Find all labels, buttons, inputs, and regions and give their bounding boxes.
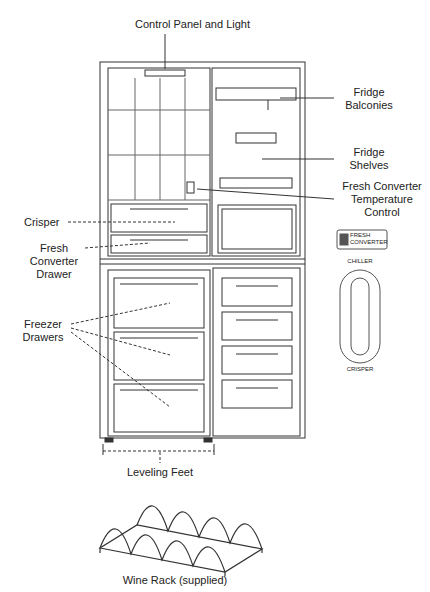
balcony-bracket <box>268 100 269 110</box>
bracket-tick <box>103 444 104 455</box>
leader-line <box>68 222 175 223</box>
shelf-grid <box>160 78 161 200</box>
rack-wave <box>100 529 225 572</box>
part-label: Wine Rack (supplied) <box>95 574 255 587</box>
shelf-grid <box>185 78 186 200</box>
drawer-handle <box>130 240 188 241</box>
control-label: CHILLER <box>338 258 382 265</box>
rack-wave <box>137 506 262 549</box>
fridge-outline <box>100 62 305 438</box>
part-label: Fresh Converter Drawer <box>24 242 84 281</box>
leader-line <box>197 189 334 199</box>
freezer-door <box>213 268 300 436</box>
control-label: CRISPER <box>338 366 382 373</box>
fridge-cabinet <box>108 68 210 256</box>
drawer-handle <box>120 338 198 339</box>
compartment-divider <box>100 264 305 265</box>
drawer-handle <box>236 354 278 355</box>
dimension-bracket <box>103 451 214 452</box>
leader-line <box>85 243 150 248</box>
leader-lines <box>68 34 334 463</box>
rack-foot <box>261 549 262 553</box>
leader-line <box>280 98 334 99</box>
leader-line <box>262 159 334 160</box>
dial-slot <box>351 278 369 355</box>
dial-outline <box>340 270 380 363</box>
part-label: Control Panel and Light <box>125 18 260 31</box>
shelf-grid <box>108 155 210 156</box>
glass-shelves <box>108 78 210 200</box>
door-drawer <box>222 380 292 408</box>
temperature-control-knob <box>187 182 194 193</box>
door-drawer <box>222 346 292 374</box>
leader-line <box>71 328 170 355</box>
rack-base <box>100 525 262 572</box>
leader-line <box>165 34 166 69</box>
leader-line <box>160 452 161 463</box>
compartment-divider <box>100 259 305 260</box>
part-label: Freezer Drawers <box>16 318 70 344</box>
dashed-leaders <box>68 222 214 463</box>
control-dial <box>337 230 387 363</box>
control-panel <box>145 70 185 76</box>
leveling-foot <box>204 438 212 442</box>
crisper-drawer <box>111 204 207 232</box>
drawer-handle <box>120 390 198 391</box>
door-bin <box>218 205 296 253</box>
fridge-body <box>100 62 305 442</box>
part-label: Fridge Shelves <box>338 146 400 172</box>
freezer-drawer <box>114 278 204 328</box>
freezer-cabinet <box>108 270 210 436</box>
shelf-grid <box>135 78 136 200</box>
drawer-handle <box>130 209 188 210</box>
leader-line <box>71 332 170 407</box>
drawer-handle <box>236 286 278 287</box>
drawer-handle <box>120 284 198 285</box>
shelf-grid <box>108 110 210 111</box>
leveling-foot <box>105 438 113 442</box>
door-bin-inner <box>222 209 292 249</box>
control-label: FRESH CONVERTER <box>350 232 388 246</box>
door-balcony <box>236 133 276 143</box>
drawer-handle <box>236 388 278 389</box>
drawer-handle <box>236 320 278 321</box>
shelf-grid <box>108 200 210 201</box>
badge-icon <box>340 234 348 245</box>
rack-foot <box>99 548 100 553</box>
part-label: Fridge Balconies <box>338 86 400 112</box>
wine-rack <box>100 506 262 576</box>
bracket-tick <box>214 444 215 455</box>
part-label: Crisper <box>24 216 68 229</box>
fresh-converter-drawer <box>111 235 207 253</box>
part-label: Fresh Converter Temperature Control <box>338 180 426 219</box>
door-balcony <box>220 178 292 188</box>
part-label: Leveling Feet <box>100 466 220 479</box>
freezer-drawer <box>114 384 204 432</box>
door-drawer <box>222 312 292 340</box>
freezer-drawer <box>114 332 204 380</box>
door-drawer <box>222 278 292 306</box>
badge-outline <box>337 230 387 249</box>
leader-line <box>71 303 170 324</box>
fridge-door <box>212 68 300 256</box>
